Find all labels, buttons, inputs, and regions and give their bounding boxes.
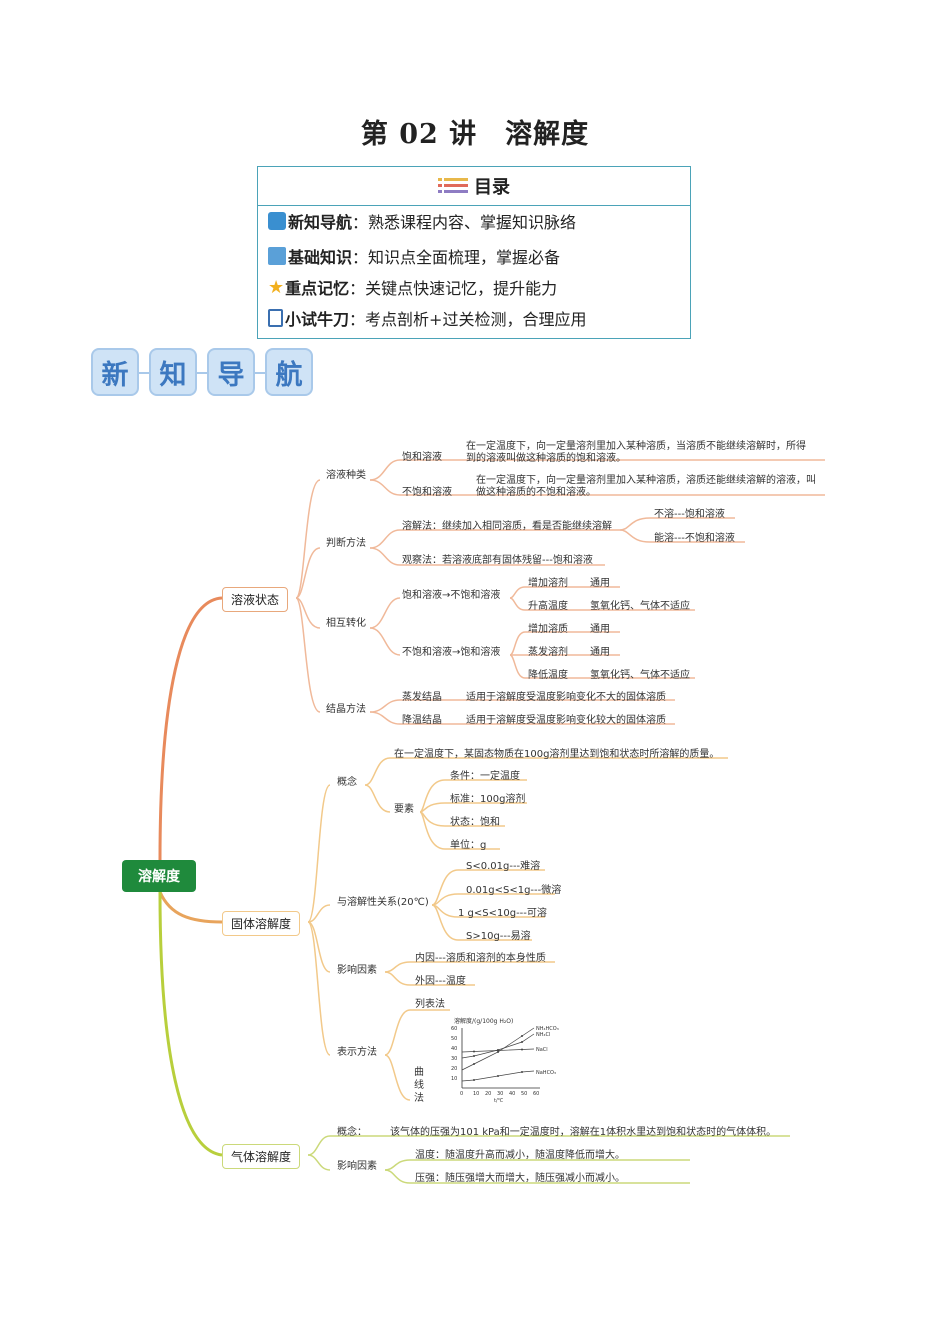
node-convert: 相互转化 [326, 618, 366, 629]
node-unsaturated: 不饱和溶液 [402, 487, 452, 498]
node-saturated-def2: 到的溶液叫做这种溶质的饱和溶液。 [466, 453, 626, 464]
badge-dao: 导 [207, 348, 255, 396]
node-general: 通用 [590, 578, 610, 589]
node-relation-4: S>10g---易溶 [466, 931, 531, 942]
series-label: NH₄Cl [536, 1032, 550, 1038]
x-tick: 10 [473, 1091, 479, 1097]
x-tick: 40 [509, 1091, 515, 1097]
x-tick: 20 [485, 1091, 491, 1097]
y-tick: 40 [451, 1046, 457, 1052]
x-tick: 50 [521, 1091, 527, 1097]
curve-xlabel: t/℃ [494, 1098, 504, 1104]
node-relation-2: 0.01g<S<1g---微溶 [466, 885, 562, 896]
series-label: NaHCO₃ [536, 1070, 556, 1076]
y-tick: 60 [451, 1026, 457, 1032]
node-solution-kinds: 溶液种类 [326, 470, 366, 481]
curve-ylabel: 溶解度/(g/100g H₂O) [454, 1017, 513, 1025]
series-label: NaCl [536, 1047, 548, 1053]
node-relation-3: 1 g<S<10g---可溶 [458, 908, 547, 919]
node-dissolve-method: 溶解法：继续加入相同溶质，看是否能继续溶解 [402, 521, 612, 532]
y-tick: 20 [451, 1066, 457, 1072]
table-of-contents: 目录 新知导航：熟悉课程内容、掌握知识脉络 基础知识：知识点全面梳理，掌握必备 … [257, 166, 691, 339]
node-judge: 判断方法 [326, 538, 366, 549]
edit-icon [268, 309, 283, 327]
node-exception: 氢氧化钙、气体不适应 [590, 670, 690, 681]
badge-connector [139, 372, 151, 374]
toc-heading: 目录 [474, 177, 510, 198]
node-general: 通用 [590, 647, 610, 658]
badge-connector [255, 372, 267, 374]
badge-zhi: 知 [149, 348, 197, 396]
branch-gas-solubility: 气体溶解度 [222, 1144, 301, 1169]
y-tick: 10 [451, 1076, 457, 1082]
node-table-method: 列表法 [415, 999, 445, 1010]
badge-xin: 新 [91, 348, 139, 396]
node-evaporate-solvent: 蒸发溶剂 [528, 647, 568, 658]
node-soluble: 能溶---不饱和溶液 [654, 533, 735, 544]
badge-connector [197, 372, 209, 374]
node-observe-method: 观察法：若溶液底部有固体残留---饱和溶液 [402, 555, 593, 566]
node-unsat-to-sat: 不饱和溶液→饱和溶液 [402, 647, 501, 658]
x-tick: 60 [533, 1091, 539, 1097]
node-cooling-cryst: 降温结晶 [402, 715, 442, 726]
toc-row-guide[interactable]: 新知导航：熟悉课程内容、掌握知识脉络 [268, 209, 576, 233]
solubility-curve-chart: 溶解度/(g/100g H₂O) 60 50 40 30 20 10 0 10 … [451, 1017, 559, 1104]
node-methods: 表示方法 [337, 1047, 377, 1058]
node-unsaturated-def: 在一定温度下，向一定量溶剂里加入某种溶质，溶质还能继续溶解的溶液，叫 [476, 475, 816, 486]
x-tick: 0 [460, 1091, 463, 1097]
node-general: 通用 [590, 624, 610, 635]
node-concept-def: 在一定温度下，某固态物质在100g溶剂里达到饱和状态时所溶解的质量。 [394, 749, 720, 760]
book-icon [268, 247, 286, 265]
node-cooling-cryst-desc: 适用于溶解度受温度影响变化较大的固体溶质 [466, 715, 666, 726]
node-raise-temp: 升高温度 [528, 601, 568, 612]
node-element-condition: 条件：一定温度 [450, 771, 520, 782]
list-icon [438, 178, 468, 193]
map-icon [268, 212, 286, 230]
badge-hang: 航 [265, 348, 313, 396]
series-label: NH₄HCO₃ [536, 1026, 559, 1032]
node-internal-factor: 内因---溶质和溶剂的本身性质 [415, 953, 546, 964]
node-element-standard: 标准：100g溶剂 [450, 794, 526, 805]
node-evaporative-cryst-desc: 适用于溶解度受温度影响变化不大的固体溶质 [466, 692, 666, 703]
node-relation-1: S<0.01g---难溶 [466, 861, 541, 872]
node-gas-temp: 温度：随温度升高而减小，随温度降低而增大。 [415, 1150, 625, 1161]
node-gas-factors: 影响因素 [337, 1161, 377, 1172]
y-tick: 50 [451, 1036, 457, 1042]
node-lower-temp: 降低温度 [528, 670, 568, 681]
node-saturated: 饱和溶液 [402, 452, 442, 463]
x-tick: 30 [497, 1091, 503, 1097]
branch-solid-solubility: 固体溶解度 [222, 911, 301, 936]
node-crystallization: 结晶方法 [326, 704, 366, 715]
node-curve-method: 曲线法 [414, 1067, 424, 1104]
node-gas-concept-def: 该气体的压强为101 kPa和一定温度时，溶解在1体积水里达到饱和状态时的气体体… [390, 1127, 777, 1138]
y-tick: 30 [451, 1056, 457, 1062]
node-sat-to-unsat: 饱和溶液→不饱和溶液 [402, 590, 501, 601]
node-element-unit: 单位：g [450, 840, 487, 851]
toc-row-practice[interactable]: 小试牛刀：考点剖析+过关检测，合理应用 [268, 306, 586, 330]
node-exception: 氢氧化钙、气体不适应 [590, 601, 690, 612]
node-gas-pressure: 压强：随压强增大而增大，随压强减小而减小。 [415, 1173, 625, 1184]
node-add-solvent: 增加溶剂 [528, 578, 568, 589]
node-gas-concept: 概念： [337, 1127, 367, 1138]
node-elements: 要素 [394, 804, 414, 815]
branch-solution-state: 溶液状态 [222, 587, 289, 612]
node-factors: 影响因素 [337, 965, 377, 976]
toc-row-basics[interactable]: 基础知识：知识点全面梳理，掌握必备 [268, 244, 560, 268]
node-add-solute: 增加溶质 [528, 624, 568, 635]
star-icon: ★ [268, 276, 285, 298]
node-insoluble: 不溶---饱和溶液 [654, 509, 725, 520]
page-title: 第 02 讲 溶解度 [360, 119, 590, 150]
node-concept: 概念 [337, 777, 357, 788]
node-external-factor: 外因---温度 [415, 976, 466, 987]
node-element-state: 状态：饱和 [450, 817, 500, 828]
mindmap-root: 溶解度 [122, 860, 196, 892]
node-saturated-def: 在一定温度下，向一定量溶剂里加入某种溶质，当溶质不能继续溶解时，所得 [466, 441, 806, 452]
node-unsaturated-def2: 做这种溶质的不饱和溶液。 [476, 487, 596, 498]
toc-header: 目录 [258, 167, 690, 206]
node-evaporative-cryst: 蒸发结晶 [402, 692, 442, 703]
node-relation: 与溶解性关系(20℃) [337, 897, 429, 908]
toc-row-memory[interactable]: ★ 重点记忆：关键点快速记忆，提升能力 [268, 276, 558, 299]
